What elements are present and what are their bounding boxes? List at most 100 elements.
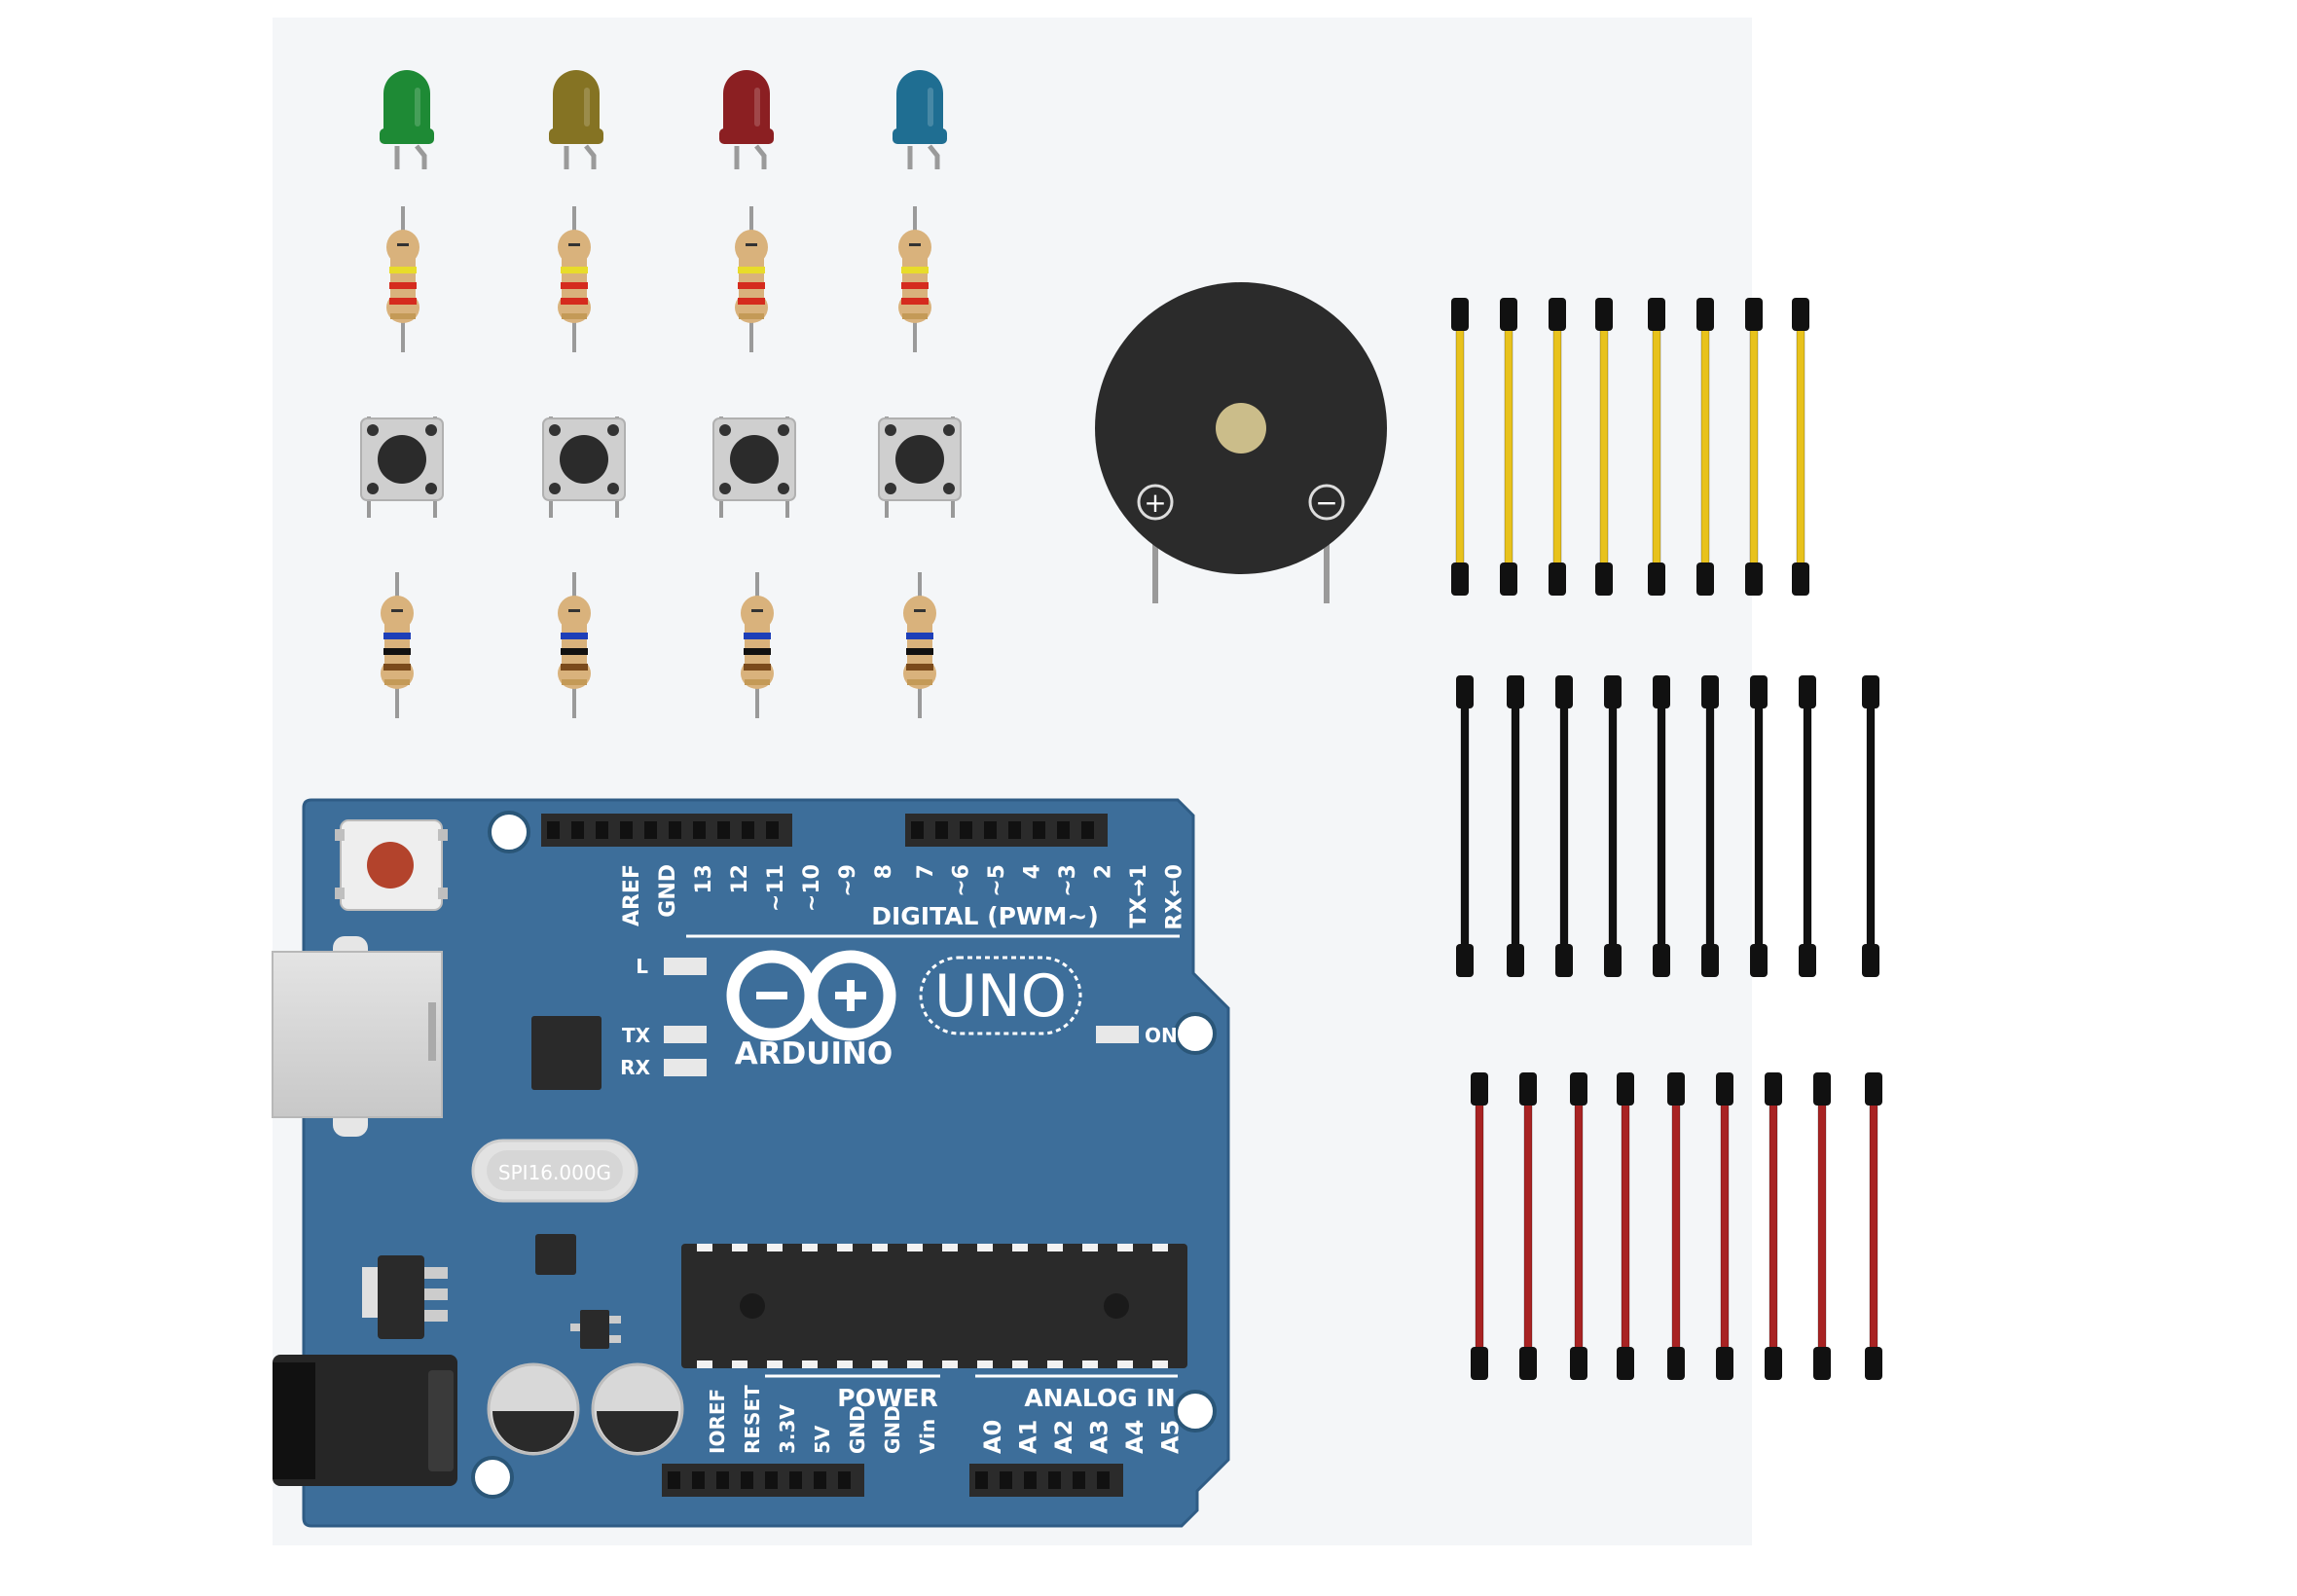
jumper-wire[interactable] [1595,298,1613,596]
analog-header[interactable] [969,1464,1123,1497]
jumper-wire[interactable] [1555,675,1573,977]
pushbutton[interactable] [542,417,626,518]
resistor[interactable] [381,572,414,718]
jumper-wire[interactable] [1765,1072,1782,1380]
jumper-wire[interactable] [1667,1072,1685,1380]
analog-in-label: ANALOG IN [1024,1384,1175,1412]
jumper-wires-black [1456,675,1879,977]
transistor [570,1310,621,1349]
pin-label: RX←0 [1163,864,1187,930]
pushbutton[interactable] [360,417,444,518]
jumper-wire[interactable] [1570,1072,1587,1380]
buzzer-minus-marker [1308,484,1345,521]
resistor[interactable] [386,206,419,352]
jumper-wire[interactable] [1653,675,1670,977]
jumper-wire[interactable] [1519,1072,1537,1380]
pin-label: A3 [1086,1420,1113,1454]
resistor[interactable] [558,206,591,352]
pin-label: A2 [1050,1420,1077,1454]
jumper-wire[interactable] [1451,298,1469,596]
reset-button[interactable] [335,819,448,911]
arduino-uno-board[interactable]: SPI16.000G [272,798,1230,1528]
pin-label: 3.3V [776,1404,799,1454]
pin-label: A0 [979,1420,1006,1454]
pin-label: ~9 [836,864,860,897]
resistor[interactable] [558,572,591,718]
jumper-wire[interactable] [1862,675,1879,977]
capacitor [591,1362,684,1456]
uno-model-text: UNO [934,962,1067,1031]
led-l: L [636,955,707,978]
jumper-wire[interactable] [1813,1072,1831,1380]
buzzer-minus-label: − [1315,487,1337,519]
led-tx: TX [622,1024,707,1047]
led-on-label: ON [1145,1024,1178,1047]
jumper-wire[interactable] [1648,298,1665,596]
blue-led[interactable] [893,70,947,169]
pin-label: 5V [811,1425,834,1454]
jumper-wire[interactable] [1507,675,1524,977]
capacitor [487,1362,580,1456]
pin-label: A5 [1157,1420,1185,1454]
crystal-label: SPI16.000G [498,1161,611,1184]
pin-label: ~6 [950,864,974,897]
led-on: ON [1096,1024,1178,1047]
jumper-wires-red [1471,1072,1882,1380]
pin-label: IOREF [706,1389,729,1454]
pin-label: GND [846,1405,869,1454]
led-tx-label: TX [622,1024,651,1047]
pushbutton[interactable] [878,417,962,518]
mounting-hole [471,1456,514,1499]
pin-label: 13 [692,864,716,894]
jumper-wire[interactable] [1604,675,1622,977]
uno-badge: UNO [919,956,1082,1035]
power-jack [273,1355,457,1486]
buzzer-plus-marker [1137,484,1174,521]
jumper-wire[interactable] [1617,1072,1634,1380]
green-led[interactable] [380,70,434,169]
power-header[interactable] [662,1464,864,1497]
yellow-led[interactable] [549,70,603,169]
jumper-wire[interactable] [1716,1072,1733,1380]
pushbutton-row [360,417,962,518]
jumper-wire[interactable] [1745,298,1763,596]
pin-label: ~10 [800,864,824,912]
pushbutton[interactable] [712,417,796,518]
pin-label: RESET [741,1385,764,1454]
digital-header[interactable] [541,814,1108,847]
jumper-wire[interactable] [1701,675,1719,977]
pin-label: TX→1 [1127,864,1151,928]
jumper-wire[interactable] [1549,298,1566,596]
jumper-wire[interactable] [1456,675,1474,977]
pin-label: Vin [916,1419,939,1454]
crystal-oscillator: SPI16.000G [471,1139,638,1203]
pin-label: ~5 [985,864,1009,897]
small-chip [535,1234,576,1275]
mounting-hole [1174,1012,1217,1055]
buzzer-plus-label: + [1144,487,1166,519]
pin-label: 8 [872,864,896,879]
red-led[interactable] [719,70,774,169]
power-section-label: POWER [837,1384,937,1412]
pin-label: 4 [1021,864,1045,879]
jumper-wire[interactable] [1792,298,1809,596]
jumper-wire[interactable] [1696,298,1714,596]
resistor-row-top [386,206,931,352]
jumper-wire[interactable] [1865,1072,1882,1380]
jumper-wire[interactable] [1750,675,1768,977]
jumper-wire[interactable] [1500,298,1517,596]
atmega-microcontroller [681,1244,1187,1368]
jumper-wire[interactable] [1471,1072,1488,1380]
pin-label: 7 [914,864,938,879]
jumper-wire[interactable] [1799,675,1816,977]
piezo-buzzer[interactable]: + − [1095,282,1387,603]
resistor[interactable] [903,572,936,718]
resistor[interactable] [741,572,774,718]
arduino-logo: ARDUINO [726,950,896,1071]
resistor[interactable] [735,206,768,352]
resistor[interactable] [898,206,931,352]
